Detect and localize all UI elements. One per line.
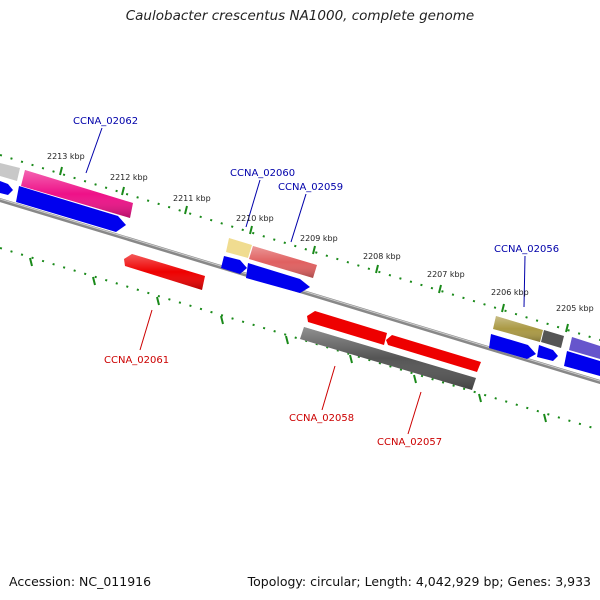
- plus-strand-genes: [0, 163, 600, 359]
- gene-arrow[interactable]: [537, 345, 558, 361]
- tick-mark: [59, 166, 63, 176]
- gene-arrow[interactable]: [221, 256, 247, 274]
- scale-label: 2205 kbp: [556, 304, 594, 313]
- inner-tick-track: [0, 247, 600, 431]
- tick-mark: [249, 225, 253, 235]
- gene-labels: CCNA_02062 CCNA_02060 CCNA_02059 CCNA_02…: [73, 116, 559, 448]
- accession-text: Accession: NC_011916: [9, 574, 152, 589]
- leader-line: [139, 309, 153, 351]
- map-title: Caulobacter crescentus NA1000, complete …: [125, 8, 475, 24]
- gene-label-plus[interactable]: CCNA_02062: [73, 116, 138, 127]
- tick-mark: [438, 284, 442, 294]
- gene-block[interactable]: [541, 330, 564, 348]
- scale-label: 2208 kbp: [363, 252, 401, 261]
- outer-tick-track: [0, 154, 600, 341]
- gene-shading: [21, 170, 133, 218]
- leader-line: [85, 127, 103, 174]
- gene-label-plus[interactable]: CCNA_02056: [494, 244, 559, 255]
- gene-arrow[interactable]: [386, 335, 481, 372]
- scale-label: 2213 kbp: [47, 152, 85, 161]
- gene-label-plus[interactable]: CCNA_02059: [278, 182, 343, 193]
- gene-label-minus[interactable]: CCNA_02057: [377, 437, 442, 448]
- leader-line: [523, 255, 526, 308]
- gene-label-plus[interactable]: CCNA_02060: [230, 168, 295, 179]
- gene-shading: [249, 246, 317, 278]
- leader-line: [321, 365, 336, 411]
- scale-label: 2209 kbp: [300, 234, 338, 243]
- leader-line: [407, 391, 422, 435]
- label-leaders: [85, 127, 526, 435]
- scale-label: 2207 kbp: [427, 270, 465, 279]
- tick-mark: [156, 296, 160, 306]
- gene-arrow[interactable]: [307, 311, 387, 345]
- gene-arrow[interactable]: [16, 186, 126, 232]
- scale-label: 2206 kbp: [491, 288, 529, 297]
- tick-mark: [312, 245, 316, 255]
- genome-summary-text: Topology: circular; Length: 4,042,929 bp…: [247, 574, 591, 589]
- tick-mark: [92, 276, 96, 286]
- gene-label-minus[interactable]: CCNA_02061: [104, 355, 169, 366]
- tick-mark: [184, 205, 188, 215]
- gene-shading: [493, 316, 543, 342]
- gene-shading: [300, 327, 476, 390]
- tick-mark: [29, 257, 33, 267]
- gene-block[interactable]: [0, 163, 20, 181]
- leader-line: [290, 193, 307, 243]
- gene-arrow[interactable]: [246, 263, 310, 293]
- tick-mark: [543, 413, 547, 423]
- gene-arrow[interactable]: [489, 334, 536, 359]
- tick-mark: [121, 186, 125, 196]
- leader-line: [245, 179, 261, 228]
- gene-shading: [124, 254, 205, 290]
- gene-block[interactable]: [226, 238, 252, 258]
- plus-strand-cds: [0, 181, 600, 376]
- scale-label: 2210 kbp: [236, 214, 274, 223]
- scale-label: 2211 kbp: [173, 194, 211, 203]
- tick-mark: [349, 354, 353, 364]
- tick-mark: [565, 323, 569, 333]
- tick-mark: [285, 335, 289, 345]
- tick-mark: [375, 264, 379, 274]
- tick-mark: [478, 393, 482, 403]
- tick-mark: [501, 303, 505, 313]
- minus-strand-genes: [124, 254, 481, 390]
- scale-labels: 2213 kbp 2212 kbp 2211 kbp 2210 kbp 2209…: [47, 152, 594, 313]
- tick-mark: [413, 374, 417, 384]
- gene-arrow[interactable]: [0, 181, 13, 195]
- scale-label: 2212 kbp: [110, 173, 148, 182]
- gene-label-minus[interactable]: CCNA_02058: [289, 413, 354, 424]
- gene-arrow[interactable]: [564, 351, 600, 376]
- gene-block[interactable]: [569, 337, 600, 359]
- tick-mark: [220, 315, 224, 325]
